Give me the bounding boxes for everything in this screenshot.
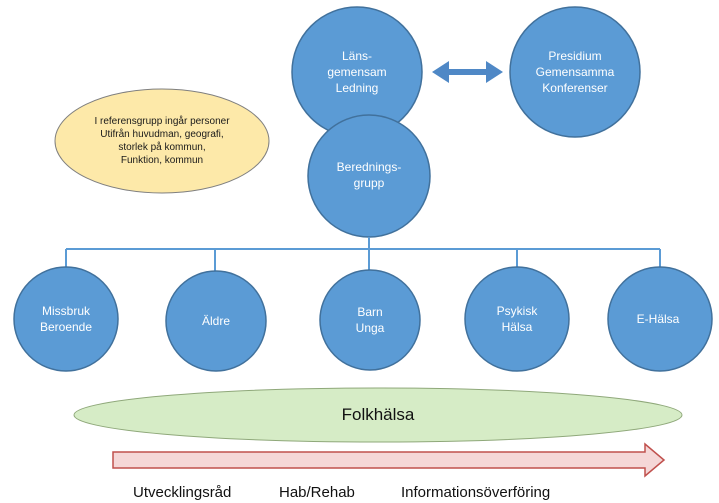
area-circle-aldre — [165, 270, 267, 372]
bottom-label-habrehab: Hab/Rehab — [279, 484, 355, 501]
area-label-barn: Barn Unga — [355, 305, 385, 335]
area-circle-ehalsa — [607, 266, 713, 372]
connector-lines — [65, 237, 661, 272]
area-circle-missbruk — [13, 266, 119, 372]
folkhalsa-label: Folkhälsa — [341, 405, 415, 424]
area-label-missbruk: Missbruk Beroende — [39, 304, 93, 334]
presidium-label: Presidium Gemensamma Konferenser — [535, 49, 615, 95]
area-label-ehalsa: E-Hälsa — [636, 312, 680, 326]
area-circle-barn — [319, 269, 421, 371]
lansgemensam-label: Läns- gemensam Ledning — [327, 49, 387, 95]
progress-arrow — [112, 442, 666, 478]
double-arrow-icon — [432, 61, 503, 83]
bottom-label-utvecklingsrad: Utvecklingsråd — [133, 484, 232, 501]
area-label-psykisk: Psykisk Hälsa — [496, 304, 538, 334]
referensgrupp-note: I referensgrupp ingår personer Utifrån h… — [94, 116, 230, 166]
presidium-circle — [509, 6, 641, 138]
bottom-label-informationsoverforing: Informationsöverföring — [401, 484, 551, 501]
area-label-aldre: Äldre — [201, 314, 230, 328]
referensgrupp-ellipse — [54, 88, 270, 194]
area-circle-psykisk — [464, 266, 570, 372]
folkhalsa-ellipse — [73, 387, 683, 443]
beredningsgrupp-label: Berednings- grupp — [336, 160, 402, 190]
